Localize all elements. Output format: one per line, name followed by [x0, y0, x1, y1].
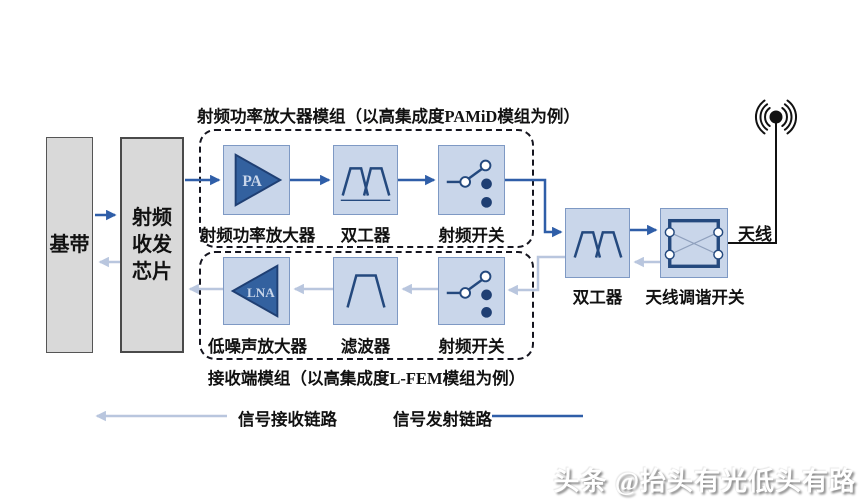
pa-triangle-icon: PA	[234, 153, 283, 207]
lna-triangle-icon: LNA	[230, 264, 279, 318]
duplexer-icon	[573, 231, 623, 258]
antenna-duplexer-label: 双工器	[572, 288, 623, 307]
transceiver-label: 射频收发芯片	[132, 206, 172, 283]
rf-switch-tx-label: 射频开关	[438, 226, 505, 245]
rx-module-title: 接收端模组（以高集成度L-FEM模组为例）	[207, 369, 526, 388]
rf-switch-rx-label: 射频开关	[438, 337, 505, 356]
lna-box: LNA	[223, 257, 290, 325]
baseband-box: 基带	[46, 137, 93, 353]
legend-rx-label: 信号接收链路	[238, 410, 337, 429]
svg-text:LNA: LNA	[247, 285, 275, 300]
duplexer-icon	[340, 167, 391, 202]
filter-label: 滤波器	[340, 337, 391, 356]
baseband-label: 基带	[49, 233, 90, 256]
lna-label: 低噪声放大器	[208, 337, 307, 356]
transceiver-box: 射频收发芯片	[120, 137, 184, 353]
rf-switch-tx-box	[438, 145, 505, 215]
antenna-tuner-box	[660, 208, 728, 278]
antenna-label: 天线	[738, 225, 772, 244]
rf-switch-rx-box	[438, 257, 505, 325]
rx-module-dashed-box	[199, 251, 534, 360]
pa-box: PA	[223, 145, 290, 215]
filter-box	[333, 257, 398, 325]
svg-text:PA: PA	[242, 173, 262, 190]
rf-switch-icon	[446, 270, 492, 318]
pa-label: 射频功率放大器	[199, 226, 316, 245]
watermark: 头条 @抬头有光低头有路	[553, 467, 856, 496]
tx-module-title: 射频功率放大器模组（以高集成度PAMiD模组为例）	[197, 107, 580, 126]
rf-switch-icon	[446, 159, 492, 208]
filter-icon	[346, 274, 386, 308]
duplexer-tx-label: 双工器	[340, 226, 391, 245]
antenna-tuner-label: 天线调谐开关	[645, 288, 745, 307]
duplexer-tx-box	[333, 145, 398, 215]
antenna-duplexer-box	[565, 208, 630, 278]
legend-tx-label: 信号发射链路	[393, 410, 492, 429]
antenna-tuner-icon	[664, 218, 724, 268]
